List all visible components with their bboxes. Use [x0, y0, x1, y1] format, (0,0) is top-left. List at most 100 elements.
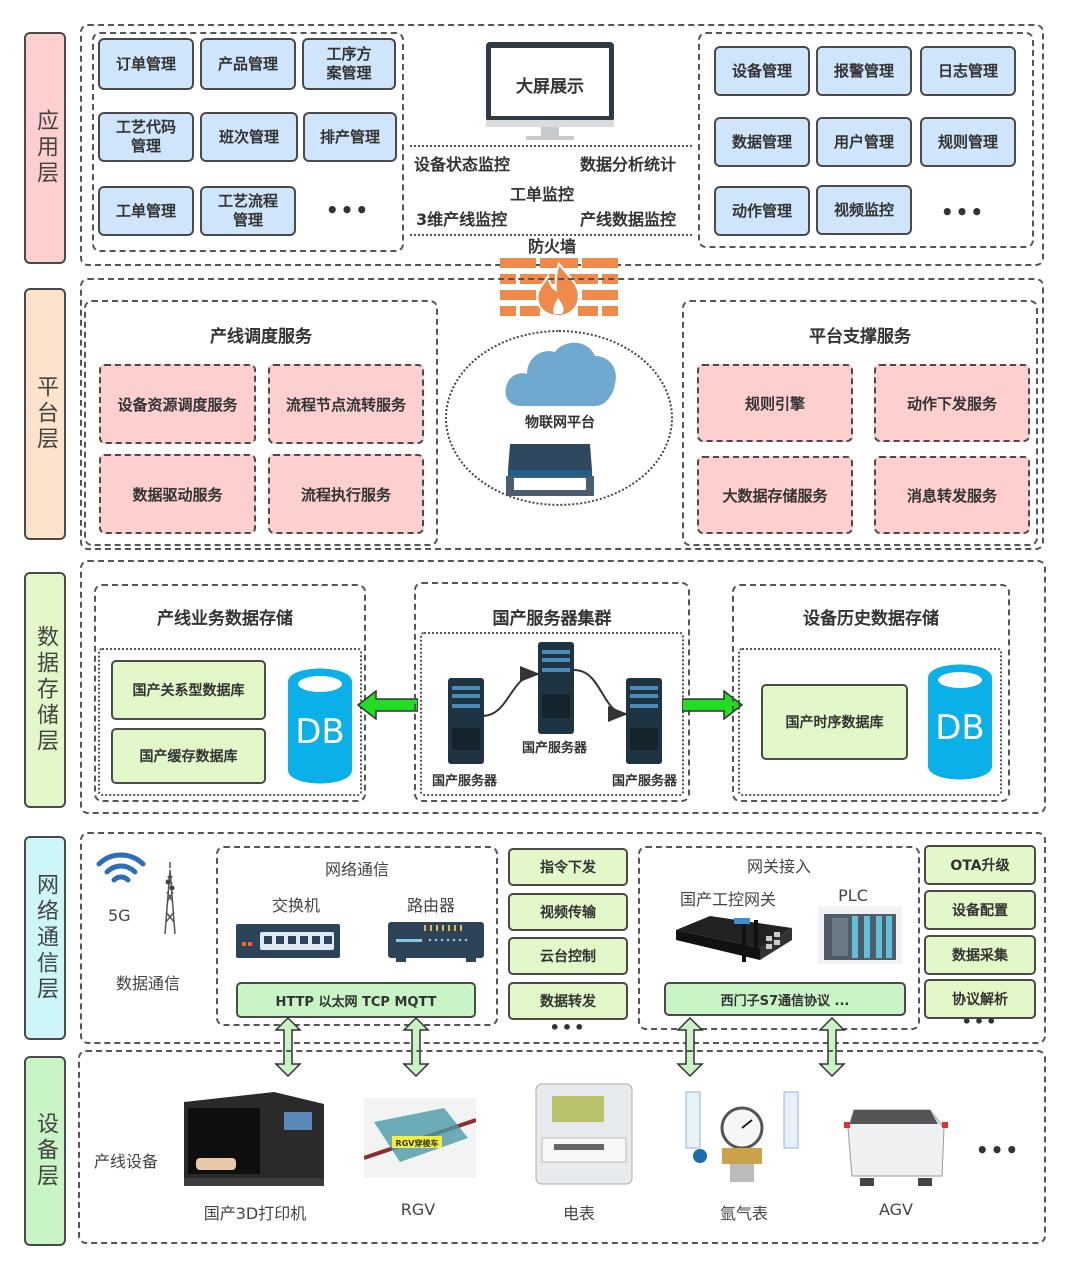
gateway-access-group [638, 846, 920, 1030]
module-data-management[interactable]: 数据管理 [714, 117, 810, 167]
screen-display-title: 大屏展示 [516, 77, 584, 97]
gateway-access-title: 网关接入 [746, 857, 811, 876]
module-work-order-management[interactable]: 工单管理 [98, 186, 194, 236]
device-argon-meter: 氩气表 [719, 1204, 768, 1223]
rgv-tag-label: RGV穿梭车 [395, 1139, 439, 1148]
more-ellipsis: ••• [975, 1138, 1021, 1162]
db-relational[interactable]: 国产关系型数据库 [111, 660, 266, 720]
module-process-plan-management[interactable]: 工序方案管理 [302, 38, 396, 90]
layer-label-device: 设备层 [24, 1056, 66, 1246]
service-rule-engine[interactable]: 规则引擎 [697, 364, 853, 442]
module-action-management[interactable]: 动作管理 [714, 186, 810, 236]
service-message-forwarding[interactable]: 消息转发服务 [874, 456, 1030, 534]
server-icon [626, 678, 662, 764]
plc-label: PLC [838, 886, 868, 905]
monitor-line-data: 产线数据监控 [580, 210, 677, 229]
layer-label-data-storage: 数据存储层 [24, 572, 66, 808]
app-right-module-group [698, 32, 1034, 248]
gateway-protocols-bar[interactable]: 西门子S7通信协议 ... [664, 982, 906, 1016]
device-layer-frame [78, 1050, 1046, 1244]
monitor-data-analysis: 数据分析统计 [580, 155, 677, 174]
function-video-transmission[interactable]: 视频传输 [508, 893, 628, 931]
module-product-management[interactable]: 产品管理 [200, 38, 296, 90]
db-time-series[interactable]: 国产时序数据库 [761, 684, 908, 760]
network-protocols-bar[interactable]: HTTP 以太网 TCP MQTT [236, 982, 476, 1018]
server-cluster-group [414, 582, 690, 802]
service-device-resource-scheduling[interactable]: 设备资源调度服务 [99, 364, 256, 444]
module-shift-management[interactable]: 班次管理 [200, 112, 298, 162]
more-ellipsis: ••• [549, 1018, 587, 1037]
double-arrow-icon [402, 1016, 430, 1078]
service-flow-execution[interactable]: 流程执行服务 [268, 454, 424, 534]
service-flow-node-transfer[interactable]: 流程节点流转服务 [268, 364, 424, 444]
history-storage-title: 设备历史数据存储 [803, 609, 939, 629]
history-storage-inner [738, 648, 1002, 796]
database-icon [288, 668, 352, 784]
network-communication-title: 网络通信 [324, 860, 389, 879]
business-storage-title: 产线业务数据存储 [157, 609, 293, 629]
module-rule-management[interactable]: 规则管理 [920, 117, 1016, 167]
ops-ota-upgrade[interactable]: OTA升级 [924, 845, 1036, 885]
layer-label-application: 应用层 [24, 32, 66, 264]
scheduling-service-group [84, 300, 438, 546]
argon-gauge-icon [676, 1088, 808, 1188]
db-cache[interactable]: 国产缓存数据库 [111, 728, 266, 784]
device-3d-printer: 国产3D打印机 [203, 1204, 307, 1223]
function-data-forwarding[interactable]: 数据转发 [508, 982, 628, 1020]
router-label: 路由器 [406, 896, 455, 915]
gateway-device-label: 国产工控网关 [679, 890, 776, 909]
device-electric-meter: 电表 [562, 1204, 595, 1223]
device-rgv: RGV [400, 1200, 436, 1219]
ops-protocol-parsing[interactable]: 协议解析 [924, 979, 1036, 1019]
router-icon [388, 922, 484, 962]
function-command-dispatch[interactable]: 指令下发 [508, 848, 628, 886]
bidirectional-arrows [274, 1016, 846, 1078]
database-icon [928, 664, 992, 780]
double-arrow-icon [274, 1016, 302, 1078]
server-icon [448, 678, 484, 764]
function-ptz-control[interactable]: 云台控制 [508, 937, 628, 975]
ops-device-config[interactable]: 设备配置 [924, 890, 1036, 930]
storage-layer-frame [80, 560, 1046, 814]
iot-platform-circle [445, 330, 673, 506]
module-device-management[interactable]: 设备管理 [714, 46, 810, 96]
server-label: 国产服务器 [432, 774, 498, 789]
cloud-icon [503, 338, 619, 408]
service-action-dispatch[interactable]: 动作下发服务 [874, 364, 1030, 442]
monitor-device-status: 设备状态监控 [414, 155, 511, 174]
switch-icon [236, 924, 340, 960]
server-cluster-inner [420, 632, 684, 796]
switch-label: 交换机 [271, 896, 320, 915]
firewall-label: 防火墙 [528, 237, 577, 256]
ops-data-collection[interactable]: 数据采集 [924, 935, 1036, 975]
support-service-group [682, 300, 1038, 546]
production-devices-label: 产线设备 [94, 1152, 159, 1171]
module-alarm-management[interactable]: 报警管理 [816, 46, 912, 96]
module-scheduling-management[interactable]: 排产管理 [303, 112, 397, 162]
module-process-code-management[interactable]: 工艺代码管理 [98, 112, 194, 162]
module-process-flow-management[interactable]: 工艺流程管理 [200, 186, 296, 236]
monitor-work-order: 工单监控 [510, 185, 575, 204]
more-ellipsis: ••• [325, 198, 371, 222]
network-layer-frame [80, 832, 1046, 1044]
module-order-management[interactable]: 订单管理 [98, 38, 194, 90]
plc-icon [818, 906, 902, 964]
business-storage-inner [98, 648, 362, 796]
support-service-title: 平台支撑服务 [809, 327, 911, 347]
rgv-icon [363, 1098, 477, 1178]
module-video-monitoring[interactable]: 视频监控 [816, 185, 912, 235]
double-arrow-icon [676, 1016, 704, 1078]
database-icon-label: DB [295, 712, 345, 752]
module-user-management[interactable]: 用户管理 [816, 117, 912, 167]
service-data-driven[interactable]: 数据驱动服务 [99, 454, 256, 534]
layer-label-network: 网络通信层 [24, 836, 66, 1040]
device-agv: AGV [878, 1200, 913, 1219]
server-label: 国产服务器 [522, 741, 588, 756]
more-ellipsis: ••• [940, 200, 986, 224]
module-log-management[interactable]: 日志管理 [920, 46, 1016, 96]
cell-tower-icon [162, 862, 178, 936]
data-communication-label: 数据通信 [116, 974, 181, 993]
agv-icon [840, 1098, 952, 1190]
server-icon [538, 642, 574, 734]
service-big-data-storage[interactable]: 大数据存储服务 [697, 456, 853, 534]
